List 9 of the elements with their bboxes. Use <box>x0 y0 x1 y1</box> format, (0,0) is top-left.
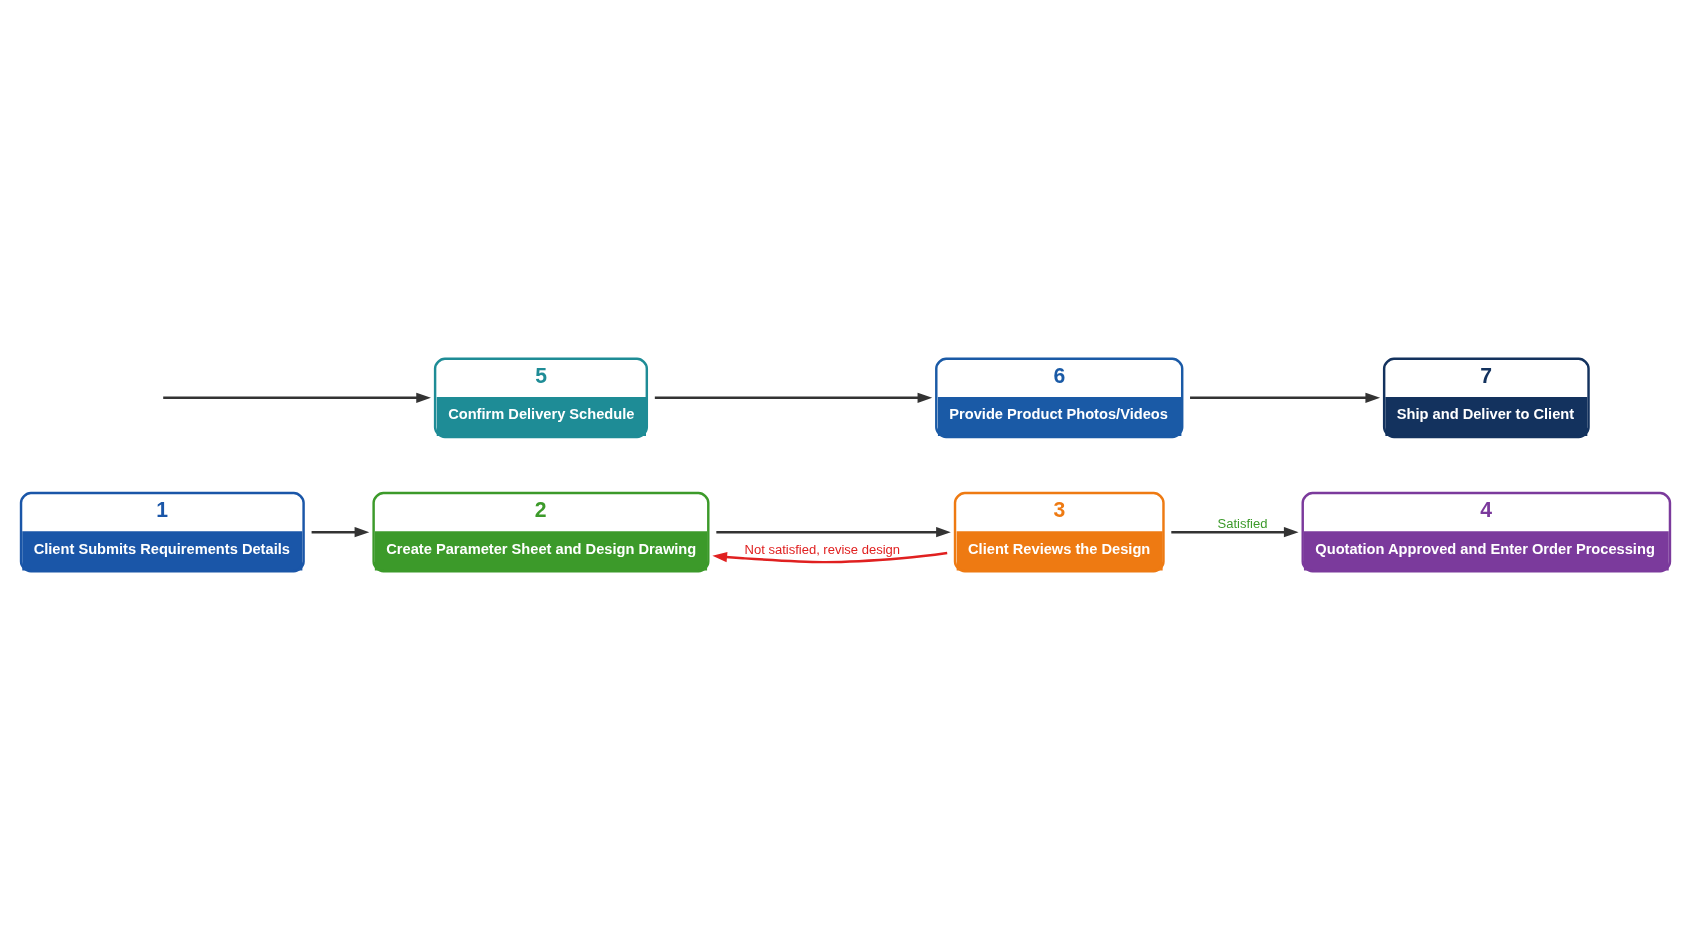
arrow <box>712 551 948 564</box>
arrow <box>163 392 431 403</box>
arrow <box>716 527 951 538</box>
edge-label: Not satisfied, revise design <box>744 542 901 557</box>
arrow <box>311 527 370 538</box>
arrow <box>1171 527 1299 538</box>
edge-label: Satisfied <box>1217 515 1268 531</box>
arrow <box>1190 392 1381 403</box>
arrow <box>654 392 933 403</box>
